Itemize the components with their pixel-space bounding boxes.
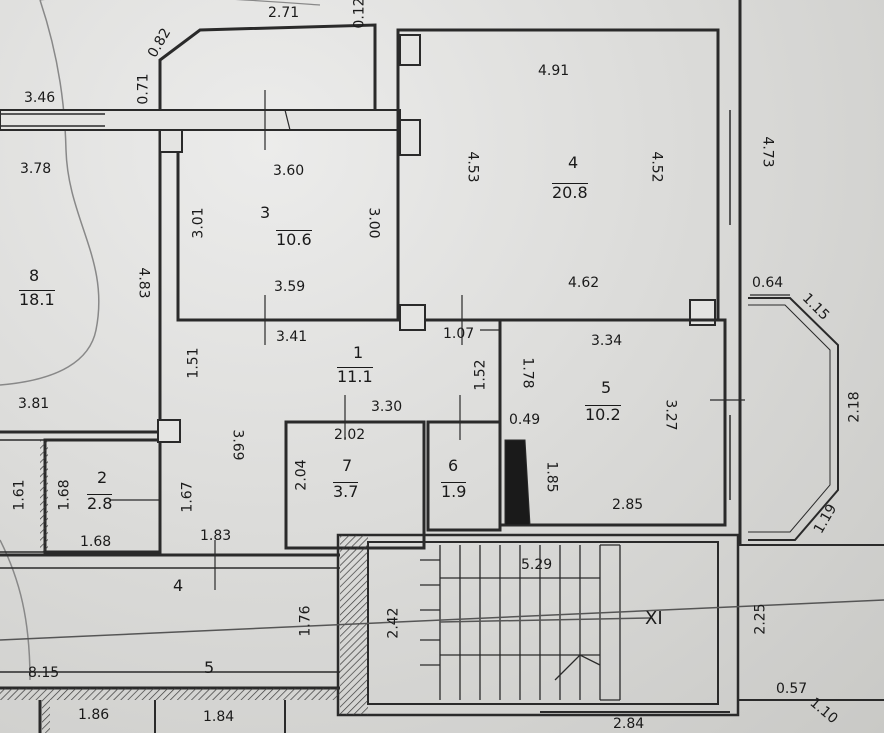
dim-1-68-v: 1.68: [56, 479, 73, 511]
corridor-4-number: 4: [173, 576, 184, 595]
corridor-5-number: 5: [204, 658, 215, 677]
dim-4-53: 4.53: [464, 151, 481, 183]
dim-5-29: 5.29: [521, 557, 553, 573]
boundary-curve-bottom: [0, 539, 31, 681]
dim-1-84: 1.84: [203, 709, 235, 725]
room-8-area: 18.1: [19, 290, 55, 309]
bay-window: [748, 297, 839, 541]
room-6-area: 1.9: [441, 482, 467, 501]
dim-3-81: 3.81: [18, 396, 50, 412]
dim-0-57: 0.57: [776, 681, 808, 697]
dim-4-91: 4.91: [538, 63, 570, 79]
dim-2-25: 2.25: [752, 603, 769, 635]
dim-1-68-h: 1.68: [80, 534, 112, 550]
dim-2-04: 2.04: [293, 459, 310, 491]
dim-3-41: 3.41: [276, 329, 308, 345]
dim-3-30: 3.30: [371, 399, 403, 415]
room-8-number: 8: [29, 266, 40, 285]
room-4-number: 4: [568, 153, 579, 172]
room-5-area: 10.2: [585, 405, 621, 424]
dim-8-15: 8.15: [28, 665, 60, 681]
wall-room3: [176, 130, 400, 322]
stair-label-xi: XI: [645, 608, 663, 629]
dim-4-52: 4.52: [648, 151, 665, 183]
boundary-curve-top: [40, 0, 321, 6]
dim-2-84: 2.84: [613, 716, 645, 732]
dim-4-73: 4.73: [759, 136, 776, 168]
dim-1-76: 1.76: [297, 605, 314, 637]
hatch-wall-4: [42, 700, 50, 733]
dim-0-12: 0.12: [351, 0, 368, 29]
dim-3-46: 3.46: [24, 90, 56, 106]
room-2-number: 2: [97, 468, 108, 487]
dim-3-59: 3.59: [274, 279, 306, 295]
dim-3-69: 3.69: [229, 429, 246, 461]
dim-1-86: 1.86: [78, 707, 110, 723]
room-4-area: 20.8: [552, 183, 588, 202]
dim-1-67: 1.67: [179, 481, 196, 513]
wall-top-band: [0, 109, 401, 131]
dim-0-71: 0.71: [135, 73, 152, 105]
hatch-wall-3: [40, 440, 48, 552]
dim-2-85: 2.85: [612, 497, 644, 513]
dim-0-64: 0.64: [752, 275, 784, 291]
stair-treads: [420, 544, 621, 701]
dim-1-52: 1.52: [472, 359, 489, 391]
wall-top-room: [158, 23, 377, 110]
dim-1-07: 1.07: [443, 326, 475, 342]
room-1-number: 1: [353, 343, 364, 362]
dim-3-78: 3.78: [20, 161, 52, 177]
dim-3-27: 3.27: [662, 399, 679, 431]
room-7-number: 7: [342, 456, 353, 475]
dim-2-02: 2.02: [334, 427, 366, 443]
dim-0-49: 0.49: [509, 412, 541, 428]
room-2-area: 2.8: [87, 494, 113, 513]
dim-4-62: 4.62: [568, 275, 600, 291]
room-6-number: 6: [448, 456, 459, 475]
dim-1-83: 1.83: [200, 528, 232, 544]
section-line-xi: [0, 599, 884, 641]
dim-4-83: 4.83: [135, 267, 152, 299]
dim-1-85: 1.85: [543, 461, 560, 493]
chimney: [504, 439, 531, 526]
wall-room6: [426, 420, 502, 532]
dim-2-42: 2.42: [385, 607, 402, 639]
dim-1-51: 1.51: [185, 347, 202, 379]
room-1-area: 11.1: [337, 367, 373, 386]
dim-1-78: 1.78: [519, 357, 536, 389]
dim-3-60: 3.60: [273, 163, 305, 179]
dim-2-71: 2.71: [268, 5, 300, 21]
boundary-curve: [0, 0, 100, 386]
room-3-number: 3: [260, 203, 271, 222]
dim-2-18: 2.18: [846, 391, 863, 423]
room-5-number: 5: [601, 378, 612, 397]
dim-3-01: 3.01: [190, 207, 207, 239]
hatch-wall-2: [0, 688, 340, 700]
dim-1-61: 1.61: [11, 479, 28, 511]
room-3-area: 10.6: [276, 230, 312, 249]
dim-3-00: 3.00: [365, 207, 382, 239]
dim-3-34: 3.34: [591, 333, 623, 349]
room-7-area: 3.7: [333, 482, 359, 501]
